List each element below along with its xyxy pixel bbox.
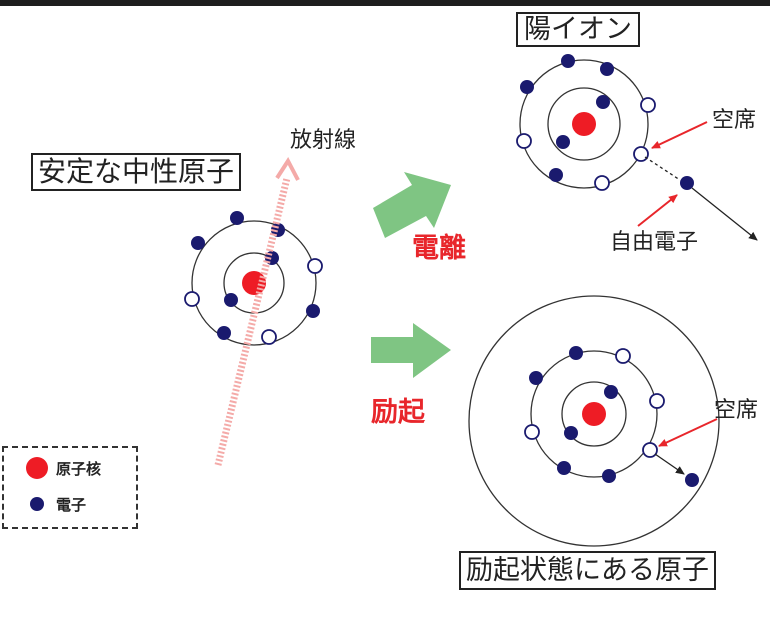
excited-outer-boundary bbox=[468, 295, 720, 547]
free-electron-pointer bbox=[637, 194, 678, 227]
outer-shell-orbit bbox=[191, 220, 317, 346]
vacancy-circle bbox=[633, 146, 649, 162]
legend-nucleus-label: 原子核 bbox=[56, 459, 102, 478]
ionization-label: 電離 bbox=[412, 233, 466, 264]
electron bbox=[557, 461, 571, 475]
free-electron-dot bbox=[680, 176, 694, 190]
excited-atom-label: 励起状態にある原子 bbox=[459, 551, 716, 590]
positive-ion-atom bbox=[516, 54, 656, 191]
vacancy-circle bbox=[184, 291, 200, 307]
vacancy-label-top: 空席 bbox=[712, 108, 757, 133]
electron bbox=[556, 135, 570, 149]
electron-escape-path bbox=[644, 156, 681, 181]
ionization-arrow bbox=[373, 172, 451, 238]
electron bbox=[217, 326, 231, 340]
positive-ion-label: 陽イオン bbox=[516, 12, 640, 47]
vacancy-label-bottom: 空席 bbox=[714, 398, 759, 423]
electron bbox=[230, 211, 244, 225]
inner-shell-orbit bbox=[561, 381, 627, 447]
electron bbox=[564, 426, 578, 440]
vacancy-circle bbox=[307, 258, 323, 274]
free-electron-label: 自由電子 bbox=[610, 230, 699, 255]
electron bbox=[596, 95, 610, 109]
radiation-ray bbox=[214, 157, 300, 466]
electron bbox=[529, 371, 543, 385]
vacancy-circle bbox=[615, 348, 631, 364]
excited-electron-dot bbox=[685, 473, 699, 487]
free-electron-trajectory bbox=[691, 187, 758, 241]
nucleus bbox=[582, 402, 606, 426]
vacancy-circle bbox=[594, 175, 610, 191]
excitation-label: 励起 bbox=[371, 397, 425, 428]
stable-atom-label: 安定な中性原子 bbox=[31, 153, 242, 191]
legend-item-nucleus: 原子核 bbox=[26, 456, 101, 480]
electron bbox=[602, 469, 616, 483]
vacancy-circle bbox=[642, 442, 658, 458]
electron bbox=[549, 168, 563, 182]
outer-shell-orbit bbox=[530, 350, 658, 478]
electron bbox=[520, 80, 534, 94]
outer-shell-orbit bbox=[519, 59, 649, 189]
excited-atom bbox=[468, 295, 720, 547]
electron bbox=[224, 293, 238, 307]
legend-item-electron: 電子 bbox=[26, 492, 86, 516]
vacancy-circle bbox=[524, 424, 540, 440]
legend-electron-label: 電子 bbox=[56, 495, 87, 514]
vacancy-circle bbox=[261, 329, 277, 345]
legend: 原子核 電子 bbox=[2, 446, 138, 529]
nucleus bbox=[572, 112, 596, 136]
radiation-label: 放射線 bbox=[290, 128, 357, 153]
vacancy-circle bbox=[640, 97, 656, 113]
top-border-strip bbox=[0, 0, 770, 6]
electron bbox=[569, 346, 583, 360]
nucleus-swatch bbox=[26, 457, 48, 479]
electron bbox=[604, 385, 618, 399]
vacancy-circle bbox=[516, 133, 532, 149]
nucleus bbox=[242, 271, 266, 295]
electron bbox=[561, 54, 575, 68]
electron bbox=[306, 304, 320, 318]
vacancy-pointer bbox=[651, 121, 708, 149]
vacancy-pointer bbox=[658, 418, 718, 447]
electron bbox=[191, 236, 205, 250]
excitation-arrow bbox=[371, 323, 451, 378]
excitation-jump-path bbox=[654, 453, 685, 475]
electron bbox=[600, 62, 614, 76]
vacancy-circle bbox=[649, 393, 665, 409]
inner-shell-orbit bbox=[547, 87, 621, 161]
electron-swatch bbox=[30, 497, 44, 511]
